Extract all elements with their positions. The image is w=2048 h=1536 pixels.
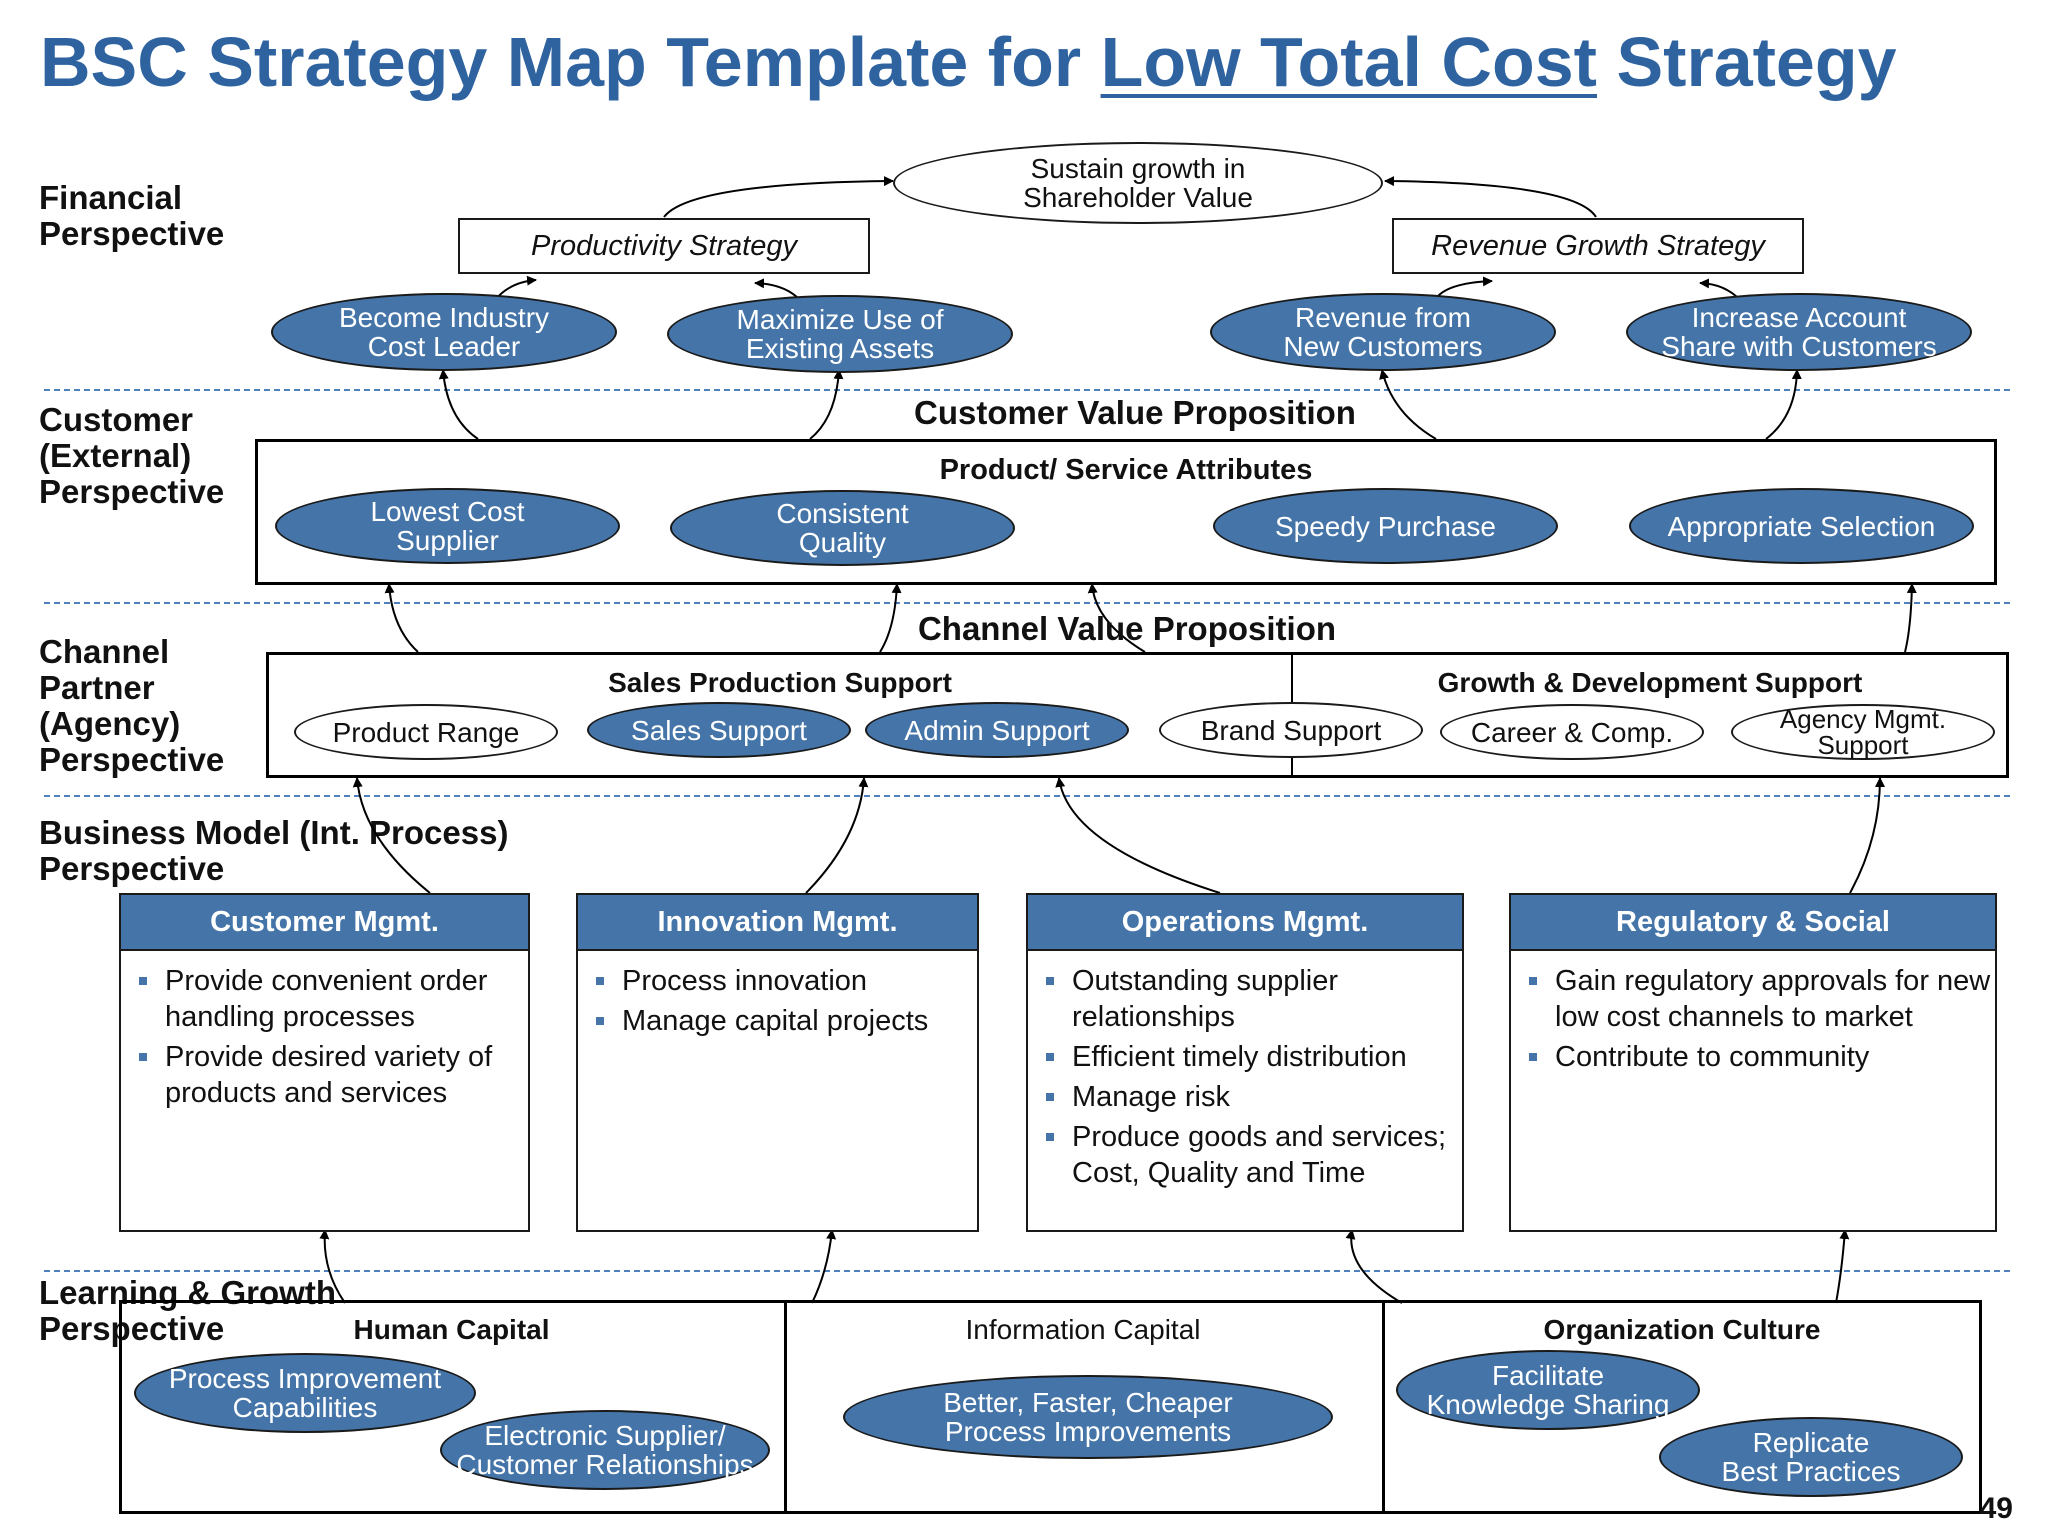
process-list-regulatory-social: Gain regulatory approvals for new low co… (1511, 963, 1995, 1075)
process-box-innovation-mgmt: Innovation Mgmt. Process innovation Mana… (576, 893, 979, 1232)
process-item: Process innovation (596, 963, 977, 999)
productivity-strategy-box: Productivity Strategy (458, 218, 870, 274)
process-box-operations-mgmt: Operations Mgmt. Outstanding supplier re… (1026, 893, 1464, 1232)
organization-culture-heading: Organization Culture (1543, 1314, 1821, 1345)
process-item: Manage risk (1046, 1079, 1462, 1115)
process-title-innovation-mgmt: Innovation Mgmt. (578, 895, 977, 951)
channel-agency-mgmt-support: Agency Mgmt.Support (1731, 704, 1995, 760)
process-item: Provide convenient order handling proces… (139, 963, 528, 1035)
process-list-innovation-mgmt: Process innovation Manage capital projec… (578, 963, 977, 1039)
channel-admin-support: Admin Support (865, 702, 1129, 758)
page-number: 49 (1979, 1492, 2013, 1525)
attribute-speedy-purchase: Speedy Purchase (1213, 488, 1558, 564)
sales-production-support-heading: Sales Production Support (608, 667, 952, 698)
process-list-customer-mgmt: Provide convenient order handling proces… (121, 963, 528, 1111)
customer-value-proposition-heading: Customer Value Proposition (914, 394, 1356, 431)
attribute-appropriate-selection: Appropriate Selection (1629, 488, 1974, 564)
information-capital-heading: Information Capital (965, 1314, 1201, 1345)
separator-business-learning (44, 1270, 2010, 1272)
human-capital-heading: Human Capital (353, 1314, 550, 1345)
learning-growth-box (119, 1300, 1982, 1514)
process-item: Gain regulatory approvals for new low co… (1529, 963, 1995, 1035)
separator-customer-channel (44, 602, 2010, 604)
product-service-attributes-heading: Product/ Service Attributes (939, 454, 1313, 486)
process-list-operations-mgmt: Outstanding supplier relationships Effic… (1028, 963, 1462, 1191)
title-underlined: Low Total Cost (1100, 23, 1597, 101)
customer-perspective-label: Customer(External)Perspective (39, 401, 225, 510)
learning-divider-1 (784, 1300, 787, 1514)
title-suffix: Strategy (1597, 23, 1897, 101)
process-item: Outstanding supplier relationships (1046, 963, 1462, 1035)
channel-brand-support: Brand Support (1159, 702, 1423, 758)
page-title: BSC Strategy Map Template for Low Total … (40, 22, 1897, 102)
channel-product-range: Product Range (294, 704, 558, 760)
channel-sales-support: Sales Support (587, 702, 851, 758)
title-prefix: BSC Strategy Map Template for (40, 23, 1101, 101)
process-item: Contribute to community (1529, 1039, 1995, 1075)
process-item: Manage capital projects (596, 1003, 977, 1039)
process-title-customer-mgmt: Customer Mgmt. (121, 895, 528, 951)
channel-value-proposition-heading: Channel Value Proposition (917, 610, 1337, 647)
process-title-regulatory-social: Regulatory & Social (1511, 895, 1995, 951)
business-perspective-label: Business Model (Int. Process)Perspective (39, 814, 509, 887)
revenue-growth-strategy-box: Revenue Growth Strategy (1392, 218, 1804, 274)
growth-development-support-heading: Growth & Development Support (1437, 667, 1863, 698)
separator-financial-customer (44, 389, 2010, 391)
separator-channel-business (44, 795, 2010, 797)
process-title-operations-mgmt: Operations Mgmt. (1028, 895, 1462, 951)
learning-divider-2 (1382, 1300, 1385, 1514)
process-item: Produce goods and services; Cost, Qualit… (1046, 1119, 1462, 1191)
process-item: Provide desired variety of products and … (139, 1039, 528, 1111)
channel-career-comp: Career & Comp. (1440, 704, 1704, 760)
learning-electronic-supplier: Electronic Supplier/Customer Relationshi… (440, 1410, 770, 1490)
process-box-customer-mgmt: Customer Mgmt. Provide convenient order … (119, 893, 530, 1232)
channel-box (266, 652, 2009, 778)
process-item: Efficient timely distribution (1046, 1039, 1462, 1075)
process-box-regulatory-social: Regulatory & Social Gain regulatory appr… (1509, 893, 1997, 1232)
